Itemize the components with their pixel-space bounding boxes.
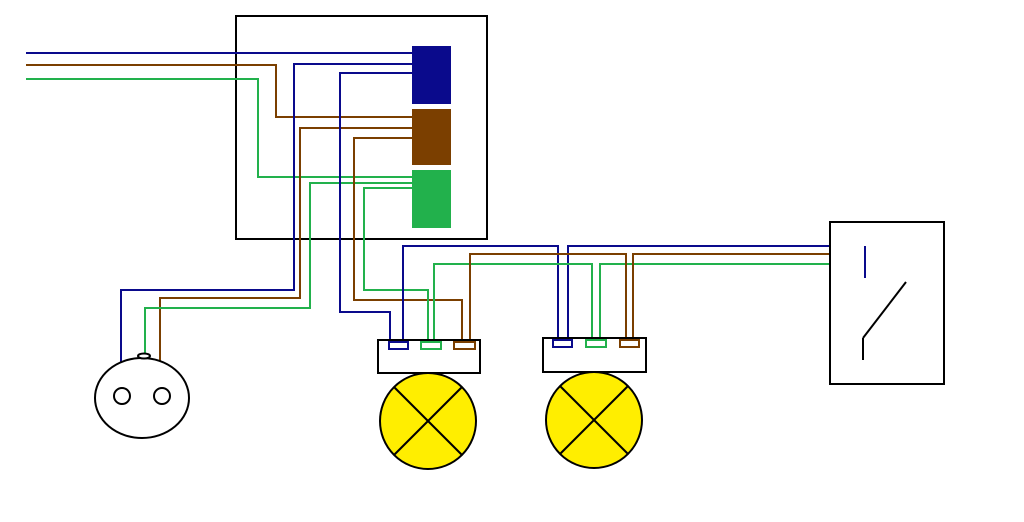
supply-earth-wire <box>26 78 413 178</box>
lamp-1-cross-b <box>393 386 463 456</box>
socket-faceplate <box>94 357 190 439</box>
lamp-2-cross-b <box>559 385 629 455</box>
lighting-neutral-feed <box>339 72 413 342</box>
switch-live-wire <box>632 253 863 361</box>
switch-lever <box>862 281 907 339</box>
lighting-earth-feed <box>363 187 429 342</box>
lamp-1-terminal-block <box>377 339 481 374</box>
lamp-link-earth-wire <box>433 263 593 342</box>
lamp-2-neutral-terminal <box>552 339 573 348</box>
socket-cable <box>120 63 413 390</box>
switch-box <box>829 221 945 385</box>
lamp-1-live-terminal <box>453 341 476 350</box>
supply-cable <box>26 52 413 178</box>
lamp-2 <box>542 337 647 469</box>
socket-earth-contact <box>137 352 151 360</box>
junction-terminals <box>412 46 451 228</box>
lamp-2-earth-terminal <box>585 339 607 348</box>
lighting-cable <box>339 72 866 361</box>
socket-neutral-wire <box>120 63 413 390</box>
lamp-link-neutral-wire <box>402 245 559 342</box>
lamp-cross-icon <box>379 372 477 470</box>
lighting-live-feed <box>353 137 463 342</box>
socket-outlet-icon <box>94 352 190 439</box>
socket-earth-wire <box>144 182 413 358</box>
switch-neutral-wire <box>567 245 866 342</box>
switch-icon <box>829 221 945 385</box>
switch-earth-wire <box>599 263 838 342</box>
lamp-2-live-terminal <box>619 339 640 348</box>
neutral-terminal-block <box>412 46 451 104</box>
lamp-1-earth-terminal <box>420 341 442 350</box>
live-terminal-block <box>412 109 451 165</box>
earth-terminal-block <box>412 170 451 228</box>
lamp-1 <box>377 339 481 470</box>
socket-pin-right <box>153 387 171 405</box>
lamp-cross-icon <box>545 371 643 469</box>
lamp-2-terminal-block <box>542 337 647 373</box>
socket-pin-left <box>113 387 131 405</box>
lamp-1-neutral-terminal <box>388 341 409 350</box>
lamp-link-live-wire <box>469 253 627 342</box>
socket-live-wire <box>159 127 413 390</box>
supply-live-wire <box>26 64 413 118</box>
